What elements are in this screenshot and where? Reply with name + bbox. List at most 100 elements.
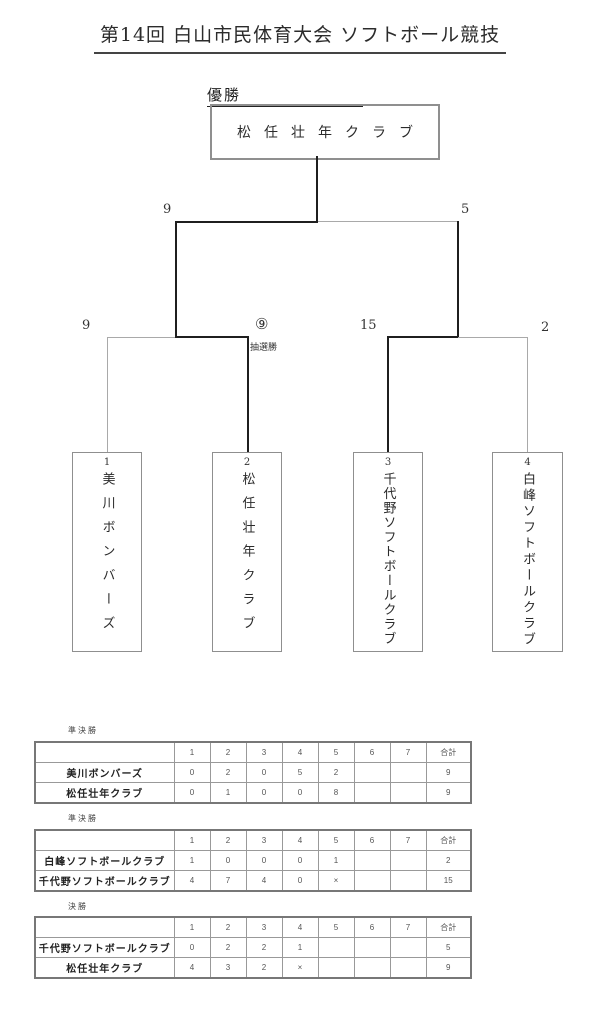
inning-cell: 2 (209, 937, 247, 958)
final-left-score: 9 (163, 202, 172, 217)
lottery-win-note: 抽選勝 (250, 343, 278, 353)
score-row: 松任壮年クラブ 4 3 2 × 9 (34, 957, 472, 979)
inning-header: 3 (245, 741, 283, 763)
team-name-cell: 松任壮年クラブ (34, 957, 175, 979)
inning-cell (353, 850, 391, 871)
inning-cell: 1 (281, 937, 319, 958)
inning-cell: 0 (245, 762, 283, 783)
team-box-1: 1 美川ボンバーズ (72, 452, 142, 652)
score-row: 美川ボンバーズ 0 2 0 5 2 9 (34, 762, 472, 783)
bracket-line-champion-drop (316, 156, 318, 222)
inning-cell: 0 (173, 762, 211, 783)
inning-header: 3 (245, 916, 283, 938)
bracket-line-final-right (318, 221, 458, 222)
team-name-cell: 美川ボンバーズ (34, 762, 175, 783)
inning-cell: 8 (317, 782, 355, 804)
total-cell: 15 (425, 870, 472, 892)
inning-cell: 2 (209, 762, 247, 783)
bracket-line-semileft-right (175, 336, 249, 338)
inning-cell (389, 782, 427, 804)
total-header: 合計 (425, 916, 472, 938)
bracket-line-team4-drop (527, 337, 528, 452)
score-row: 千代野ソフトボールクラブ 0 2 2 1 5 (34, 937, 472, 958)
team-name-vertical: 千代野ソフトボールクラブ (380, 472, 396, 646)
inning-header: 5 (317, 829, 355, 851)
inning-cell: 0 (173, 937, 211, 958)
inning-cell (389, 937, 427, 958)
total-cell: 9 (425, 762, 472, 783)
inning-cell: 2 (245, 957, 283, 979)
corner-cell (34, 829, 175, 851)
inning-header: 5 (317, 741, 355, 763)
score-row: 千代野ソフトボールクラブ 4 7 4 0 × 15 (34, 870, 472, 892)
inning-cell: 1 (317, 850, 355, 871)
bracket-line-team2-drop (247, 336, 249, 452)
bracket-line-semileft-riser (175, 221, 177, 338)
inning-cell: 0 (173, 782, 211, 804)
total-header: 合計 (425, 741, 472, 763)
inning-cell (389, 850, 427, 871)
score-row: 松任壮年クラブ 0 1 0 0 8 9 (34, 782, 472, 804)
total-cell: 9 (425, 957, 472, 979)
score-table-semifinal-1: 1 2 3 4 5 6 7 合計 美川ボンバーズ 0 2 0 5 2 9 松任壮… (34, 741, 472, 804)
score-row: 白峰ソフトボールクラブ 1 0 0 0 1 2 (34, 850, 472, 871)
team-name-vertical: 美川ボンバーズ (99, 472, 115, 640)
champion-box: 松任壮年クラブ (210, 104, 440, 160)
inning-header: 1 (173, 741, 211, 763)
inning-header: 4 (281, 916, 319, 938)
inning-header: 3 (245, 829, 283, 851)
champion-label: 優勝 (207, 84, 363, 107)
bracket-line-team3-drop (387, 336, 389, 452)
inning-cell: 4 (173, 957, 211, 979)
inning-cell: 0 (245, 782, 283, 804)
seed-number: 2 (243, 457, 251, 468)
semifinal1-right-score: ⑨ (255, 315, 269, 333)
inning-cell (389, 870, 427, 892)
table-header-row: 1 2 3 4 5 6 7 合計 (34, 741, 472, 763)
inning-header: 2 (209, 829, 247, 851)
inning-header: 6 (353, 916, 391, 938)
inning-cell (317, 937, 355, 958)
seed-number: 1 (103, 457, 111, 468)
inning-cell (353, 957, 391, 979)
team-box-4: 4 白峰ソフトボールクラブ (492, 452, 563, 652)
bracket-line-team1-drop (107, 337, 108, 452)
inning-header: 4 (281, 829, 319, 851)
semifinal1-left-score: 9 (82, 318, 91, 333)
title-row: 第14回 白山市民体育大会 ソフトボール競技 (0, 20, 600, 54)
table-label-semifinal-1: 準決勝 (68, 726, 98, 735)
total-cell: 2 (425, 850, 472, 871)
total-header: 合計 (425, 829, 472, 851)
score-table-semifinal-2: 1 2 3 4 5 6 7 合計 白峰ソフトボールクラブ 1 0 0 0 1 2… (34, 829, 472, 892)
inning-header: 7 (389, 829, 427, 851)
inning-cell (317, 957, 355, 979)
team-name-cell: 松任壮年クラブ (34, 782, 175, 804)
inning-cell: 0 (281, 870, 319, 892)
corner-cell (34, 916, 175, 938)
inning-header: 7 (389, 741, 427, 763)
semifinal2-right-score: 2 (541, 320, 550, 335)
seed-number: 4 (524, 457, 531, 468)
team-box-2: 2 松任壮年クラブ (212, 452, 282, 652)
inning-cell: 3 (209, 957, 247, 979)
inning-cell: 0 (281, 850, 319, 871)
inning-header: 1 (173, 829, 211, 851)
bracket-line-final-left (175, 221, 318, 223)
inning-cell: 0 (281, 782, 319, 804)
inning-cell: 4 (245, 870, 283, 892)
inning-cell: 2 (245, 937, 283, 958)
inning-cell: 7 (209, 870, 247, 892)
bracket-line-semiright-riser (457, 221, 459, 338)
inning-cell (353, 870, 391, 892)
inning-cell: 4 (173, 870, 211, 892)
score-table-final: 1 2 3 4 5 6 7 合計 千代野ソフトボールクラブ 0 2 2 1 5 … (34, 916, 472, 979)
inning-header: 6 (353, 829, 391, 851)
bracket-line-semiright-left (387, 336, 458, 338)
inning-cell: 5 (281, 762, 319, 783)
inning-cell: 2 (317, 762, 355, 783)
team-box-3: 3 千代野ソフトボールクラブ (353, 452, 423, 652)
seed-number: 3 (384, 457, 392, 468)
inning-cell (353, 937, 391, 958)
inning-cell: × (281, 957, 319, 979)
table-header-row: 1 2 3 4 5 6 7 合計 (34, 829, 472, 851)
